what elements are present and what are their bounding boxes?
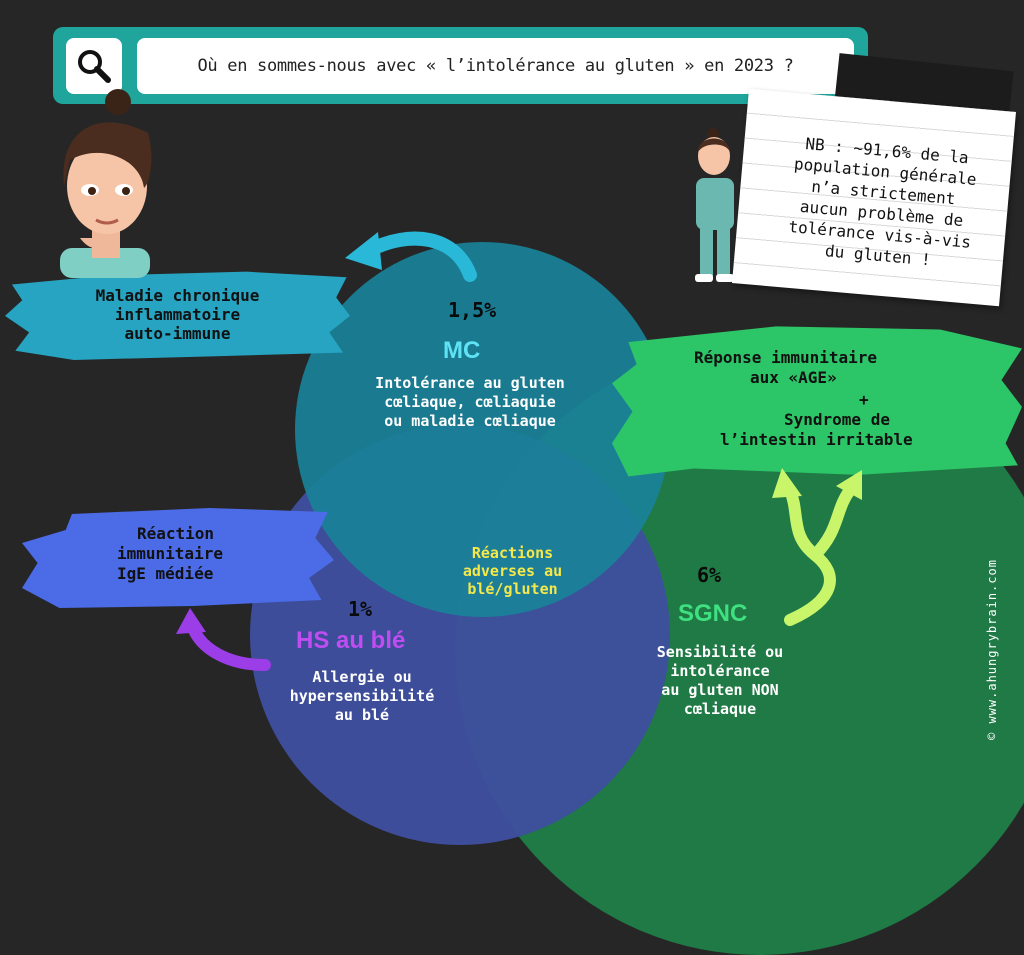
arrows-layer <box>176 231 862 671</box>
woman-portrait-illustration <box>60 89 152 278</box>
sgnc-arrow-right <box>809 484 856 561</box>
hs-brush-line: Réaction <box>137 524 215 543</box>
sgnc-description: Sensibilité ou intolérance au gluten NON… <box>620 643 820 719</box>
mc-arrow-head <box>345 232 382 270</box>
sgnc-description-line: au gluten NON <box>661 681 779 699</box>
hs-percent: 1% <box>348 597 373 621</box>
center-label-line: blé/gluten <box>467 580 558 598</box>
center-label-line: adverses au <box>462 562 563 580</box>
sgnc-description-line: Sensibilité ou <box>656 643 784 661</box>
sgnc-description-line: intolérance <box>670 662 770 680</box>
sgnc-arrow-right-head <box>836 470 862 500</box>
center-label: Réactions adverses au blé/gluten <box>440 544 585 598</box>
search-button[interactable] <box>66 38 122 94</box>
mc-curved-arrow <box>363 231 477 282</box>
mc-brush-line: inflammatoire <box>114 304 241 324</box>
search-input[interactable]: Où en sommes-nous avec « l’intolérance a… <box>137 38 854 94</box>
sgnc-brush-line: Syndrome de <box>784 410 890 429</box>
mc-circle <box>295 242 670 617</box>
mc-brush-line: auto-immune <box>124 323 231 343</box>
hs-arrow-head <box>176 608 206 634</box>
sgnc-brush-line: + <box>859 390 869 409</box>
mc-brush-label: Maladie chronique inflammatoire auto-imm… <box>5 271 350 360</box>
mc-brush-line: Maladie chronique <box>95 285 260 305</box>
mc-abbr: MC <box>443 337 481 364</box>
mc-description-line: cœliaque, cœliaquie <box>384 393 556 411</box>
nurse-illustration <box>695 128 734 282</box>
hs-brush-line: immunitaire <box>117 544 223 563</box>
sgnc-brush-line: aux «AGE» <box>750 368 837 387</box>
sgnc-brush-line: l’intestin irritable <box>720 430 913 449</box>
hs-description: Allergie ou hypersensibilité au blé <box>262 668 462 725</box>
note-text: NB : ~91,6% de la population générale n’… <box>765 130 1000 275</box>
sgnc-brush-label: Réponse immunitaire aux «AGE» + Syndrome… <box>612 326 1022 477</box>
mc-percent: 1,5% <box>448 298 497 322</box>
center-label-line: Réactions <box>471 544 554 562</box>
sgnc-percent: 6% <box>697 563 722 587</box>
hs-description-line: hypersensibilité <box>289 687 435 705</box>
credit-text: © www.ahungrybrain.com <box>985 559 999 740</box>
hs-description-line: au blé <box>334 706 390 724</box>
sgnc-arrow-left-head <box>772 468 802 498</box>
sgnc-description-line: cœliaque <box>683 700 757 718</box>
hs-abbr: HS au blé <box>296 627 406 654</box>
mc-description-line: Intolérance au gluten <box>375 374 565 392</box>
mc-description-line: ou maladie cœliaque <box>384 412 556 430</box>
search-icon <box>78 50 111 83</box>
hs-brush-line: IgE médiée <box>117 564 214 583</box>
hs-description-line: Allergie ou <box>312 668 412 686</box>
sgnc-abbr: SGNC <box>678 600 748 627</box>
mc-description: Intolérance au gluten cœliaque, cœliaqui… <box>340 374 600 431</box>
hs-brush-label: Réaction immunitaire IgE médiée <box>22 508 334 608</box>
sgnc-brush-line: Réponse immunitaire <box>694 348 878 367</box>
